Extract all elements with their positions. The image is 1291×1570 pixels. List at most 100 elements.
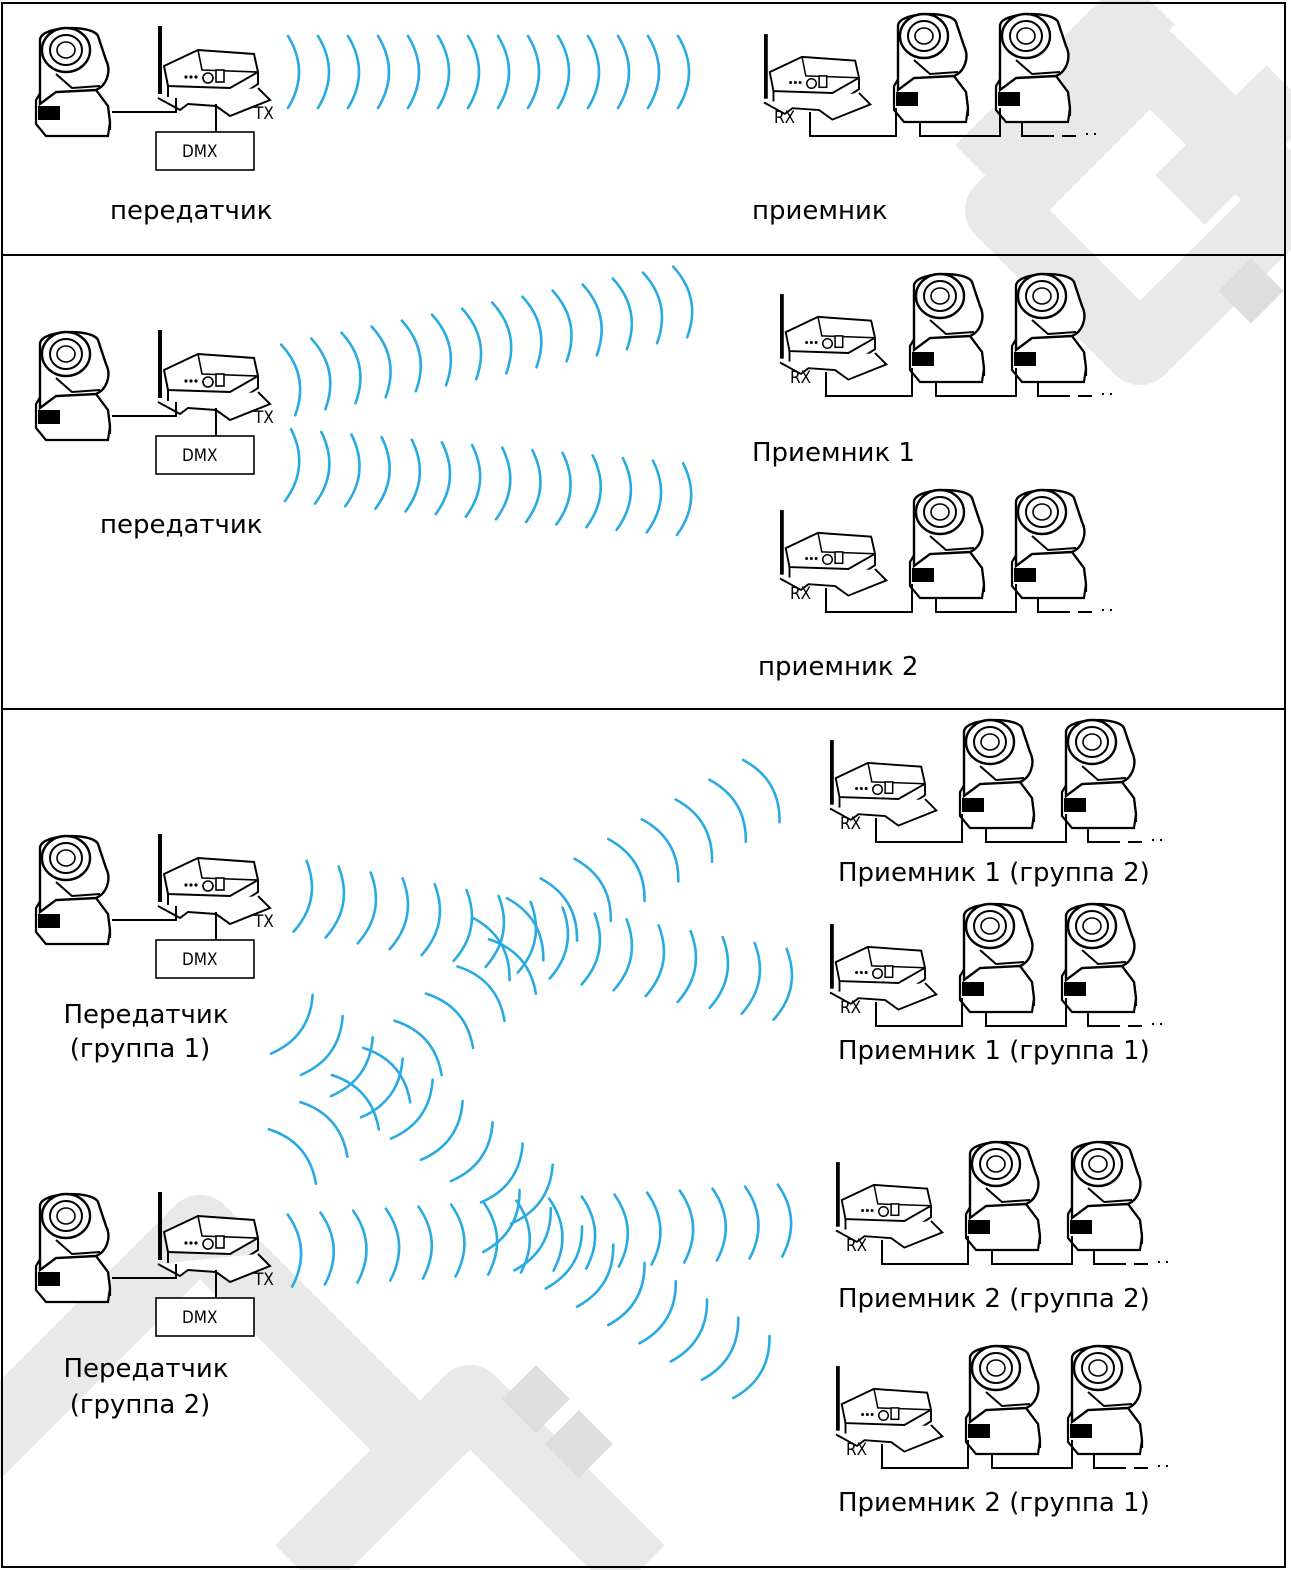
p1-radio-wave: [286, 34, 301, 110]
p3-rx-2-1-cable-continue: [1134, 1465, 1168, 1469]
p2-radio-wave-down: [494, 446, 515, 522]
p2-radio-wave-down: [555, 451, 575, 527]
p3-rx-1-2-receiver-icon: [829, 739, 938, 827]
p3-tx1-cable: [112, 906, 177, 921]
p3-tx1-moving-head-icon: [34, 834, 112, 946]
p3-tx2-wave-rx22: [482, 1200, 501, 1276]
p3-rx-1-1-rx-label: RX: [840, 998, 862, 1018]
p3-tx2-wave-rx22: [384, 1206, 403, 1282]
panel3-transmitter2-line2: (группа 2): [69, 1390, 211, 1420]
p2-rx2-cable-continue: [1078, 609, 1112, 613]
p2-rx2-rx-label: RX: [790, 584, 812, 604]
p2-radio-wave-up: [370, 323, 398, 399]
p2-rx2-moving-head-2-icon: [1010, 488, 1088, 600]
p1-radio-wave: [556, 34, 571, 110]
p2-rx1-moving-head-1-icon: [908, 272, 986, 384]
p3-tx1-wave-rx11: [612, 918, 639, 994]
p1-rx-cable-continue: [1062, 133, 1096, 137]
p3-tx1-wave-rx11: [580, 912, 607, 988]
p2-radio-wave-up: [430, 311, 459, 387]
p3-tx1-wave-rx12: [674, 792, 723, 863]
p3-tx1-wave-rx12: [539, 871, 588, 942]
p2-rx2-cable-1: [825, 584, 913, 613]
p2-radio-wave-down: [615, 456, 636, 533]
p2-radio-wave-up: [521, 293, 549, 369]
p1-tx-dmx-label: DMX: [182, 142, 218, 162]
p1-radio-wave: [676, 34, 691, 110]
p1-radio-wave: [346, 34, 361, 110]
p3-tx1-wave-rx11: [708, 935, 735, 1012]
p3-tx2-wave-rx22: [645, 1190, 664, 1266]
p3-tx1-wave-down: [359, 1057, 413, 1126]
p3-tx2-wave-rx22: [580, 1194, 599, 1270]
p1-rx-cable-2: [919, 108, 1001, 137]
p3-tx2-wave-rx22: [613, 1192, 632, 1268]
p1-radio-wave: [436, 34, 451, 110]
p3-rx-1-2-cable-3: [1087, 828, 1120, 843]
p3-tx2-transmitter-icon: [157, 1191, 271, 1283]
p3-tx1-wave-rx11: [324, 865, 351, 941]
p3-tx1-wave-rx11: [548, 906, 575, 982]
p1-rx-cable-1: [809, 108, 897, 137]
p1-radio-wave: [646, 34, 661, 110]
p2-radio-wave-down: [343, 433, 364, 509]
p1-rx-rx-label: RX: [774, 108, 796, 128]
p2-rx1-moving-head-2-icon: [1010, 272, 1088, 384]
p3-tx1-wave-rx11: [292, 859, 319, 935]
p3-rx-1-2-moving-head-1-icon: [958, 718, 1036, 830]
p2-tx-tx-label: TX: [254, 408, 274, 428]
p2-radio-wave-up: [460, 305, 489, 381]
p3-tx1-wave-rx12: [741, 753, 791, 824]
p2-radio-wave-down: [374, 435, 394, 512]
p1-tx-dmx-box: [155, 131, 255, 171]
p2-rx1-cable-continue: [1078, 393, 1112, 397]
p2-radio-wave-up: [551, 287, 579, 363]
p2-tx-dmx-box: [155, 435, 255, 475]
p1-radio-wave: [616, 34, 631, 110]
p3-tx1-wave-down: [449, 1121, 503, 1189]
p3-tx2-wave-rx22: [417, 1204, 436, 1280]
p3-tx2-wave-rx22: [678, 1188, 697, 1264]
p3-rx-1-1-cable-1: [875, 998, 963, 1027]
p1-rx-receiver-icon: [763, 33, 872, 121]
p3-tx1-wave-down: [299, 1014, 353, 1083]
p2-radio-wave-up: [340, 329, 368, 405]
panel2-receiver1-label: Приемник 1: [752, 438, 915, 468]
p1-radio-wave: [376, 34, 391, 110]
p3-tx2-wave-rx22: [711, 1186, 730, 1262]
p3-tx2-dmx-box: [155, 1297, 255, 1337]
p3-rx-1-2-cable-2: [985, 814, 1067, 843]
panel3-transmitter1-line2: (группа 1): [69, 1034, 211, 1064]
p1-radio-wave: [466, 34, 481, 110]
p2-rx2-moving-head-1-icon: [908, 488, 986, 600]
p2-radio-wave-up: [611, 275, 639, 351]
p3-tx2-wave-rx22: [449, 1202, 468, 1278]
p3-rx-1-1-cable-continue: [1128, 1023, 1162, 1027]
panel3-receiver-1-group1: Приемник 1 (группа 1): [838, 1036, 1150, 1066]
p3-tx2-wave-up: [456, 957, 515, 1023]
p3-tx1-wave-rx11: [740, 941, 767, 1018]
p3-tx2-wave-rx21: [481, 1188, 531, 1259]
p3-tx1-wave-rx11: [516, 900, 543, 976]
p3-rx-2-1-cable-1: [881, 1440, 969, 1469]
p3-rx-1-1-cable-3: [1087, 1012, 1120, 1027]
p1-rx-cable-3: [1021, 122, 1054, 137]
p3-tx1-wave-down: [389, 1078, 443, 1147]
panel3-receiver-1-group2: Приемник 1 (группа 2): [838, 858, 1150, 888]
p3-tx2-wave-rx22: [286, 1212, 305, 1288]
panel1-receiver-label: приемник: [752, 196, 888, 226]
p3-rx-1-1-moving-head-1-icon: [958, 902, 1036, 1014]
p2-radio-wave-up: [279, 341, 308, 417]
p3-tx2-wave-rx22: [776, 1182, 795, 1258]
p3-rx-1-2-moving-head-2-icon: [1060, 718, 1138, 830]
p3-tx2-wave-rx21: [700, 1316, 750, 1387]
p3-rx-2-2-cable-3: [1093, 1250, 1126, 1265]
p2-tx-dmx-label: DMX: [182, 446, 218, 466]
panel1-transmitter-label: передатчик: [110, 196, 273, 226]
p3-rx-1-2-cable-1: [875, 814, 963, 843]
p3-tx2-wave-rx21: [544, 1225, 593, 1296]
p3-tx2-wave-rx22: [319, 1210, 338, 1286]
p3-tx1-wave-rx12: [606, 832, 656, 903]
p2-tx-transmitter-icon: [157, 329, 271, 421]
